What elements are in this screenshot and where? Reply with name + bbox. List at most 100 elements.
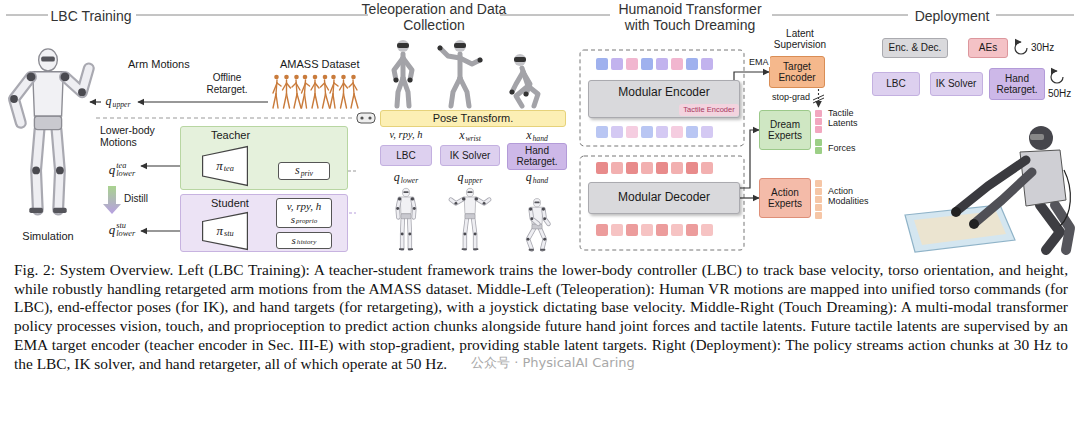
person-limb: [451, 78, 460, 106]
vr-controller: [478, 58, 483, 63]
text-row: πtea: [216, 159, 234, 174]
text-label: Forces: [828, 143, 856, 153]
script-stack: proprio: [296, 214, 317, 226]
robot-head: [466, 188, 473, 196]
motion-figure: [273, 75, 281, 108]
module-box: IK Solver: [440, 145, 500, 166]
figure-limb: [312, 94, 315, 108]
token-square: [656, 224, 668, 236]
figure-head: [341, 75, 346, 80]
robot-figure: [396, 188, 416, 250]
robot-limb: [976, 172, 1032, 222]
token-square: [596, 224, 608, 236]
deployed-robot: [951, 126, 1070, 250]
token-square: [701, 58, 713, 70]
text-label: Distill: [124, 193, 148, 205]
figure-limb: [330, 83, 334, 93]
text-row: qlower: [394, 171, 418, 185]
section-divider: [96, 118, 352, 119]
distill-arrow: [103, 186, 121, 214]
vr-controller: [394, 78, 399, 83]
text-row: Hand Retarget.: [512, 145, 562, 168]
figure-limb: [354, 94, 358, 108]
robot-joint: [483, 202, 486, 205]
figure-head: [294, 75, 299, 80]
text-row: Simulation: [22, 230, 73, 243]
robot-head: [39, 49, 58, 71]
robot-cable: [1060, 170, 1070, 226]
text-row: Pose Transform.: [433, 112, 514, 125]
label: Distill: [124, 193, 148, 205]
label: qtealower: [109, 162, 135, 179]
caption-text: Fig. 2: System Overview. Left (LBC Train…: [14, 261, 1068, 372]
figure-limb: [305, 94, 307, 108]
operator-figure: [394, 40, 413, 106]
robot-visor: [41, 57, 55, 62]
robot-foot: [29, 208, 43, 213]
figure-limb: [325, 83, 329, 90]
text-row: sproprio: [291, 213, 318, 226]
robot-joint: [454, 202, 457, 205]
person-limb: [523, 72, 530, 94]
text-label: Hand Retarget.: [512, 145, 562, 168]
force-square: [815, 139, 822, 146]
text-label: Hand Retarget.: [994, 73, 1040, 96]
token-square: [671, 58, 683, 70]
label: qstulower: [109, 222, 135, 239]
label: Action Modalities: [828, 186, 876, 206]
robot-limb: [407, 219, 412, 249]
decoder-box: Modular Decoder: [588, 182, 740, 214]
token-square: [686, 224, 698, 236]
figure-limb: [286, 80, 287, 94]
robot-joint: [463, 233, 466, 236]
script-stack: lower: [401, 172, 418, 185]
action-square: [815, 188, 822, 195]
module-box: Hand Retarget.: [507, 143, 567, 170]
subscript: lower: [116, 170, 135, 178]
token-square: [626, 58, 638, 70]
caption: Fig. 2: System Overview. Left (LBC Train…: [14, 261, 1068, 373]
text-row: xhand: [526, 129, 548, 143]
vr-controller: [438, 46, 443, 51]
robot-torso: [33, 72, 64, 116]
label: 30Hz: [1031, 42, 1054, 54]
text-row: Distill: [124, 193, 148, 205]
figure-limb: [287, 83, 291, 88]
label: qlower: [394, 171, 418, 185]
person-head: [397, 40, 409, 52]
text-label: 50Hz: [1048, 88, 1071, 100]
figure-limb: [349, 83, 353, 87]
header-rule: [500, 15, 610, 16]
robot-torso: [464, 197, 476, 214]
token-square: [701, 126, 713, 138]
figure-limb: [334, 83, 338, 86]
text-row: Arm Motions: [128, 58, 190, 71]
connector-arrow: [740, 197, 759, 198]
policy-trapezoid: πtea: [202, 146, 248, 186]
text-row: 50Hz: [1048, 88, 1071, 100]
figure-limb: [353, 83, 357, 90]
token-square: [626, 224, 638, 236]
figure-limb: [273, 94, 276, 108]
script-stack: stu: [224, 224, 234, 238]
figure-limb: [323, 94, 326, 108]
robot-foot: [540, 249, 545, 251]
motion-figure: [349, 75, 358, 108]
token-square: [701, 162, 713, 174]
token-square: [671, 162, 683, 174]
text-row: AEs: [979, 42, 997, 54]
text-label: Latent Supervision: [768, 28, 832, 50]
text-row: πstu: [216, 224, 233, 239]
encoder-box: Modular EncoderTactile Encoder: [588, 80, 740, 118]
robot-joint: [78, 88, 86, 96]
text-row: qupper: [106, 95, 131, 109]
math-symbol: q: [109, 223, 116, 238]
header-rule: [6, 15, 48, 16]
joystick-button: [368, 116, 371, 119]
token-square: [686, 58, 698, 70]
script-stack: tea: [224, 159, 234, 173]
subscript: priv: [301, 170, 313, 178]
sand: [914, 211, 1006, 245]
robot-limb: [543, 209, 548, 224]
action-square: [815, 212, 822, 219]
